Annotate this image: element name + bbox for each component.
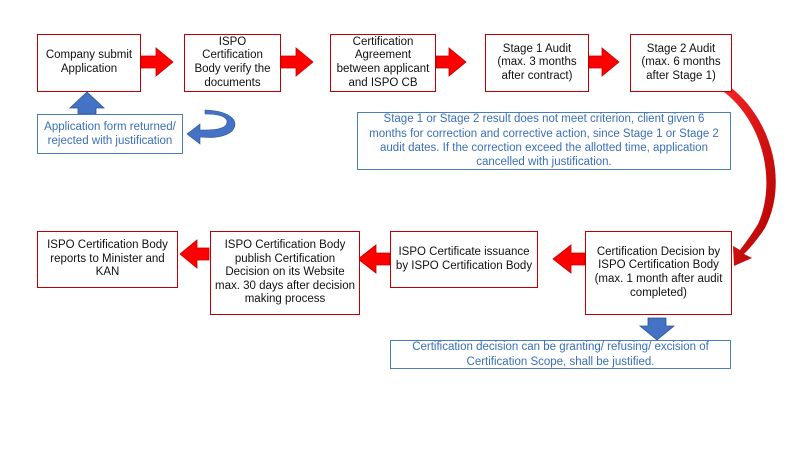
return-arrow-blue — [186, 109, 236, 145]
arrow-right-2 — [280, 47, 314, 77]
step-certification-agreement: Certification Agreement between applican… — [330, 34, 436, 92]
step-report-minister: ISPO Certification Body reports to Minis… — [37, 231, 178, 288]
arrow-down-blue — [638, 317, 676, 341]
arrow-left-1 — [552, 244, 586, 274]
note-application-returned: Application form returned/ rejected with… — [37, 114, 183, 154]
note-stage-result: Stage 1 or Stage 2 result does not meet … — [357, 112, 731, 170]
step-certification-decision: Certification Decision by ISPO Certifica… — [585, 231, 732, 315]
arrow-right-1 — [140, 47, 174, 77]
step-publish-decision: ISPO Certification Body publish Certific… — [210, 231, 360, 315]
note-certification-decision: Certification decision can be granting/ … — [390, 340, 731, 369]
step-cb-verify: ISPO Certification Body verify the docum… — [184, 34, 281, 92]
arrow-left-2 — [357, 244, 391, 274]
step-stage1-audit: Stage 1 Audit (max. 3 months after contr… — [485, 34, 589, 92]
arrow-right-4 — [588, 47, 620, 77]
step-company-submit: Company submit Application — [37, 34, 141, 92]
step-certificate-issuance: ISPO Certificate issuance by ISPO Certif… — [390, 231, 538, 288]
arrow-left-3 — [179, 239, 210, 269]
arrow-up-blue — [68, 91, 106, 115]
arrow-right-3 — [435, 47, 467, 77]
step-stage2-audit: Stage 2 Audit (max. 6 months after Stage… — [630, 34, 732, 92]
curved-arrow-down — [712, 80, 776, 266]
